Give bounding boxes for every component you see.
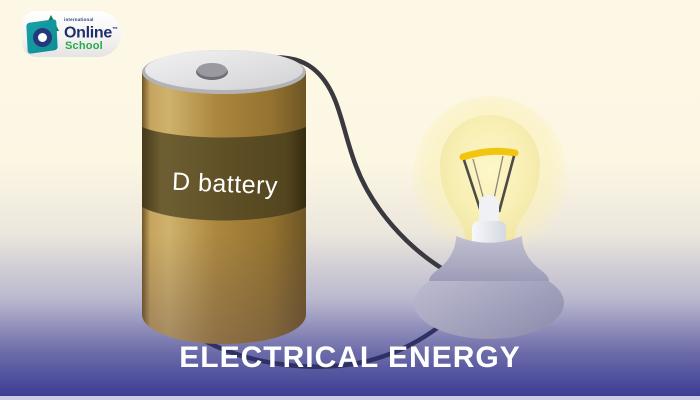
logo-badge: international Online™ School <box>22 11 121 57</box>
bulb-glass <box>440 115 540 243</box>
light-bulb <box>412 96 568 339</box>
battery-bottom-shade <box>142 71 306 344</box>
page-title: ELECTRICAL ENERGY <box>179 341 521 374</box>
bulb-base-plate <box>414 267 564 339</box>
logo-tagline: international <box>64 17 94 22</box>
logo-text: international Online™ School <box>64 17 120 52</box>
logo-name: Online™ <box>64 24 118 42</box>
filament-support-left <box>462 159 483 213</box>
bottom-wire <box>200 323 443 369</box>
battery-label: D battery <box>172 168 279 201</box>
bulb-socket <box>429 236 549 281</box>
trademark-symbol: ™ <box>111 27 118 33</box>
logo-subname: School <box>65 40 103 53</box>
bottom-edge-strip <box>0 396 700 400</box>
battery: D battery <box>142 50 306 344</box>
filament-bar <box>459 147 519 161</box>
droplet-square-logo-icon <box>26 15 64 55</box>
filament-support-right <box>497 155 516 213</box>
battery-terminal-top <box>197 63 227 77</box>
logo-ring-icon <box>33 28 52 47</box>
